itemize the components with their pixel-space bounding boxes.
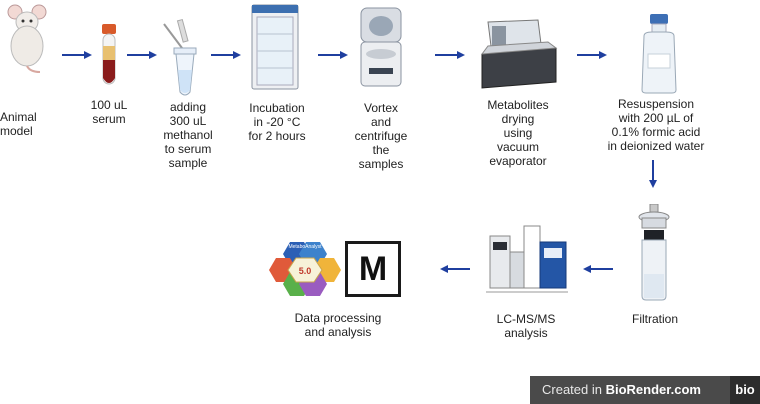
arrow-left-icon — [440, 265, 470, 273]
arrow-right-icon — [435, 51, 465, 59]
mouse-icon — [7, 4, 47, 73]
m-logo-letter: M — [358, 250, 388, 288]
lc-ms-instrument-icon — [486, 225, 568, 293]
step-label-animal-model: Animal model — [0, 110, 37, 138]
arrow-left-icon — [583, 265, 613, 273]
step-label-resuspension: Resuspension with 200 µL of 0.1% formic … — [607, 97, 705, 153]
badge-brand: BioRender.com — [605, 382, 701, 397]
arrow-right-icon — [577, 51, 607, 59]
step-label-vortex: Vortex and centrifuge the samples — [354, 101, 408, 171]
arrow-right-icon — [62, 51, 92, 59]
step-label-incubation: Incubation in -20 °C for 2 hours — [248, 101, 306, 143]
reagent-bottle-icon — [641, 14, 677, 94]
step-label-lcms: LC-MS/MS analysis — [496, 312, 556, 340]
vacuum-evaporator-icon — [480, 19, 558, 89]
freezer-icon — [251, 4, 299, 90]
step-label-serum: 100 uL serum — [90, 98, 128, 126]
arrow-right-icon — [211, 51, 241, 59]
step-label-drying: Metabolites drying using vacuum evaporat… — [487, 98, 549, 168]
m-logo-icon: M — [345, 241, 401, 297]
arrow-right-icon — [127, 51, 157, 59]
metaboanalyst-version: 5.0 — [299, 266, 312, 276]
metaboanalyst-name: MetaboAnalyst — [288, 244, 322, 250]
blood-tube-icon — [102, 24, 116, 85]
metaboanalyst-logo-icon: MetaboAnalyst 5.0 — [269, 242, 341, 296]
step-label-methanol: adding 300 uL methanol to serum sample — [163, 100, 213, 170]
centrifuge-icon — [360, 7, 402, 87]
pipette-tube-icon — [163, 18, 197, 96]
step-label-filtration: Filtration — [631, 312, 678, 326]
arrow-right-icon — [318, 51, 348, 59]
step-label-data-processing: Data processing and analysis — [294, 311, 382, 339]
biorender-badge[interactable]: Created in BioRender.com bio — [530, 376, 760, 404]
syringe-filter-vial-icon — [638, 204, 670, 301]
biorender-logo-icon: bio — [730, 376, 760, 404]
arrow-down-icon — [649, 160, 657, 188]
badge-prefix: Created in — [542, 382, 606, 397]
